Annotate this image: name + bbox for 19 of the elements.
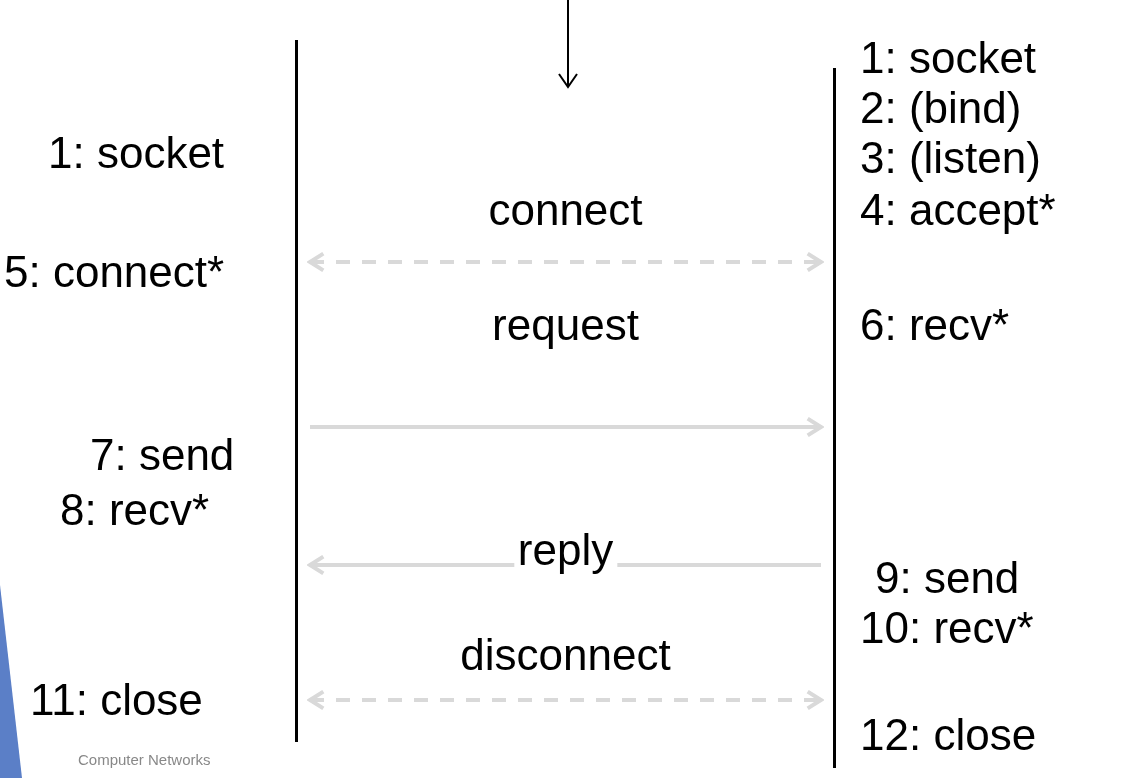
step-label: 7: send [90,430,235,480]
step-label: 1: socket [860,33,1037,83]
step-label: 6: recv* [860,300,1010,350]
step-label: 12: close [860,710,1037,760]
step-label: 5: connect* [4,247,225,297]
timeline-line [833,68,836,768]
step-label: 11: close [30,675,203,725]
step-label: 4: accept* [860,185,1056,235]
footer-text: Computer Networks [78,751,211,769]
step-label: 3: (listen) [860,133,1041,183]
timeline-line [295,40,298,742]
arrow [308,689,823,711]
step-label: 2: (bind) [860,83,1022,133]
arrow [310,416,823,438]
step-label: 8: recv* [60,485,210,535]
step-label: 10: recv* [860,603,1034,653]
arrow [308,251,823,273]
step-label: 9: send [875,553,1020,603]
step-label: 1: socket [48,128,225,178]
